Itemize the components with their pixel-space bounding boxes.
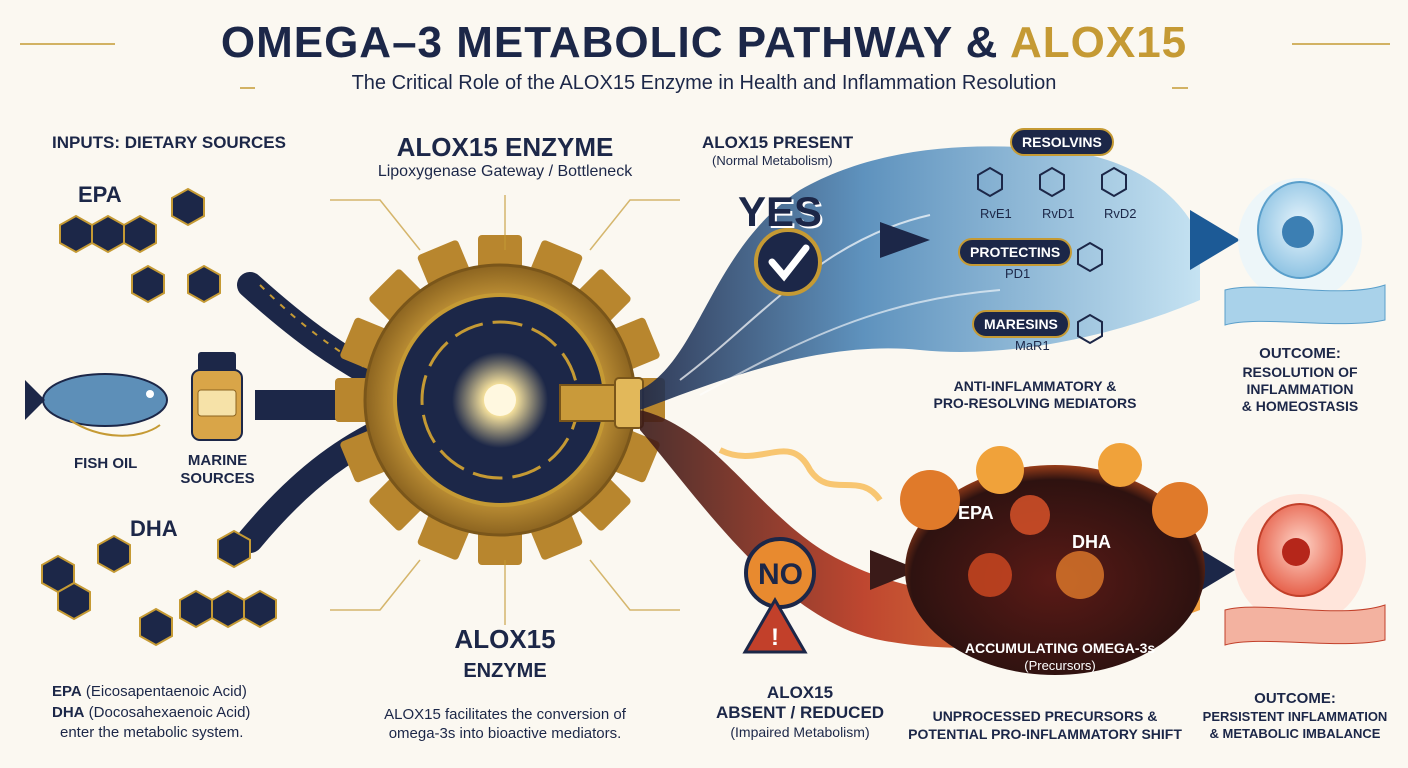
- accumulating-sublabel: (Precursors): [1024, 658, 1096, 673]
- yes-label: YES: [738, 188, 823, 235]
- svg-text:!: !: [771, 624, 779, 651]
- mediators-caption: ANTI-INFLAMMATORY & PRO-RESOLVING MEDIAT…: [933, 378, 1137, 411]
- epa-label: EPA: [78, 182, 122, 207]
- title-main: OMEGA–3 METABOLIC PATHWAY &: [220, 18, 1010, 67]
- supplement-bottle-icon: [191, 352, 243, 441]
- precursor-cloud: [900, 443, 1208, 675]
- dha-def-abbr: DHA: [52, 704, 85, 721]
- enter-system-text: enter the metabolic system.: [60, 724, 244, 741]
- marine-sources-label: MARINE SOURCES: [180, 452, 255, 487]
- resolvin-item-2: RvD1: [1042, 206, 1075, 221]
- present-subheading: (Normal Metabolism): [712, 153, 833, 168]
- dha-def-text: (Docosahexaenoic Acid): [84, 704, 251, 721]
- dha-label: DHA: [130, 516, 178, 541]
- present-flow: [640, 146, 1240, 411]
- present-outcome-text: RESOLUTION OF INFLAMMATION & HOMEOSTASIS: [1241, 364, 1359, 414]
- absent-outcome-text: PERSISTENT INFLAMMATION & METABOLIC IMBA…: [1202, 709, 1388, 741]
- dha-molecule: [41, 529, 277, 647]
- enzyme-subheading: Lipoxygenase Gateway / Bottleneck: [377, 163, 633, 180]
- inflamed-cell: [1224, 494, 1386, 646]
- fish-icon: [25, 373, 168, 437]
- enzyme-caption: ALOX15 facilitates the conversion of ome…: [384, 706, 626, 742]
- enzyme-connectors: [330, 195, 680, 625]
- dha-definition: DHA (Docosahexaenoic Acid): [52, 704, 250, 721]
- enzyme-heading: ALOX15 ENZYME: [396, 132, 614, 162]
- healthy-cell: [1224, 178, 1386, 326]
- enzyme-bottom-title: ALOX15: [454, 624, 556, 654]
- cloud-dha-label: DHA: [1072, 532, 1111, 552]
- epa-definition: EPA (Eicosapentaenoic Acid): [52, 683, 247, 700]
- epa-molecule: [59, 187, 221, 304]
- present-outcome-heading: OUTCOME:: [1259, 345, 1341, 362]
- absent-subheading: (Impaired Metabolism): [730, 724, 870, 740]
- no-badge: !: [742, 537, 816, 654]
- gear-nozzle: [559, 377, 644, 429]
- cloud-epa-label: EPA: [958, 503, 994, 523]
- present-heading: ALOX15 PRESENT: [702, 133, 854, 152]
- alox15-gear: [335, 235, 665, 565]
- protectin-item: PD1: [1005, 266, 1031, 281]
- resolvins-pill: RESOLVINS: [1010, 128, 1114, 156]
- header-decoration: [20, 43, 1390, 89]
- enzyme-bottom-subtitle: ENZYME: [463, 660, 547, 682]
- mediator-structures: [977, 166, 1127, 345]
- protectins-pill: PROTECTINS: [958, 238, 1073, 266]
- yes-badge: [754, 228, 822, 296]
- title-accent: ALOX15: [1009, 18, 1188, 67]
- page-title: OMEGA–3 METABOLIC PATHWAY & ALOX15: [0, 18, 1408, 68]
- fish-oil-label: FISH OIL: [74, 455, 138, 472]
- page-subtitle: The Critical Role of the ALOX15 Enzyme i…: [351, 72, 1057, 94]
- absent-heading-line1: ALOX15: [766, 683, 834, 702]
- absent-outcome-heading: OUTCOME:: [1254, 690, 1336, 707]
- absent-heading-line2: ABSENT / REDUCED: [715, 703, 885, 722]
- accumulating-label: ACCUMULATING OMEGA-3s: [964, 640, 1156, 656]
- epa-def-abbr: EPA: [52, 683, 82, 700]
- no-label: NO: [758, 558, 803, 591]
- resolvin-item-1: RvE1: [980, 206, 1012, 221]
- epa-def-text: (Eicosapentaenoic Acid): [81, 683, 247, 700]
- resolvin-item-3: RvD2: [1104, 206, 1137, 221]
- inputs-heading: INPUTS: DIETARY SOURCES: [52, 133, 286, 152]
- maresins-pill: MARESINS: [972, 310, 1070, 338]
- shift-caption: UNPROCESSED PRECURSORS & POTENTIAL PRO-I…: [908, 708, 1182, 742]
- maresin-item: MaR1: [1015, 338, 1050, 353]
